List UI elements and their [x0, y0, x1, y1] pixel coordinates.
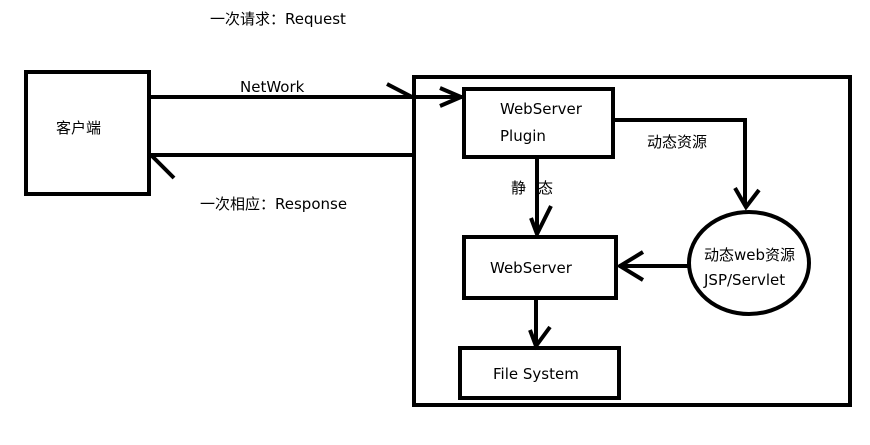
dynamic-path: [613, 118, 747, 205]
dyn-web-label-line2: JSP/Servlet: [703, 271, 785, 289]
file-system-box: [458, 346, 621, 400]
request-arrowhead-entry: [386, 82, 413, 99]
static-arrowhead: [529, 205, 553, 239]
static-label-char2: 态: [538, 179, 553, 197]
dynamic-resource-label: 动态资源: [647, 133, 707, 151]
dynamic-web-resource-circle: [687, 210, 811, 316]
network-label: NetWork: [240, 78, 305, 96]
plugin-label-line2: Plugin: [500, 127, 546, 145]
webserver-to-filesystem-arrowhead: [528, 325, 552, 351]
dyn-web-label-line1: 动态web资源: [704, 246, 795, 264]
client-label: 客户端: [56, 119, 101, 137]
webserver-label: WebServer: [490, 259, 573, 277]
static-label-char1: 静: [511, 179, 526, 197]
circle-to-webserver-arrowhead: [616, 250, 645, 282]
response-label: 一次相应：Response: [200, 195, 347, 213]
dynamic-arrowhead: [733, 186, 761, 211]
plugin-label-line1: WebServer: [500, 100, 583, 118]
client-box: [24, 70, 151, 196]
request-arrowhead-plugin: [439, 86, 467, 108]
file-system-label: File System: [493, 365, 579, 383]
server-container: [412, 75, 852, 407]
webserver-box: [462, 235, 618, 300]
request-label: 一次请求：Request: [210, 10, 346, 28]
response-arrowhead: [150, 154, 176, 180]
